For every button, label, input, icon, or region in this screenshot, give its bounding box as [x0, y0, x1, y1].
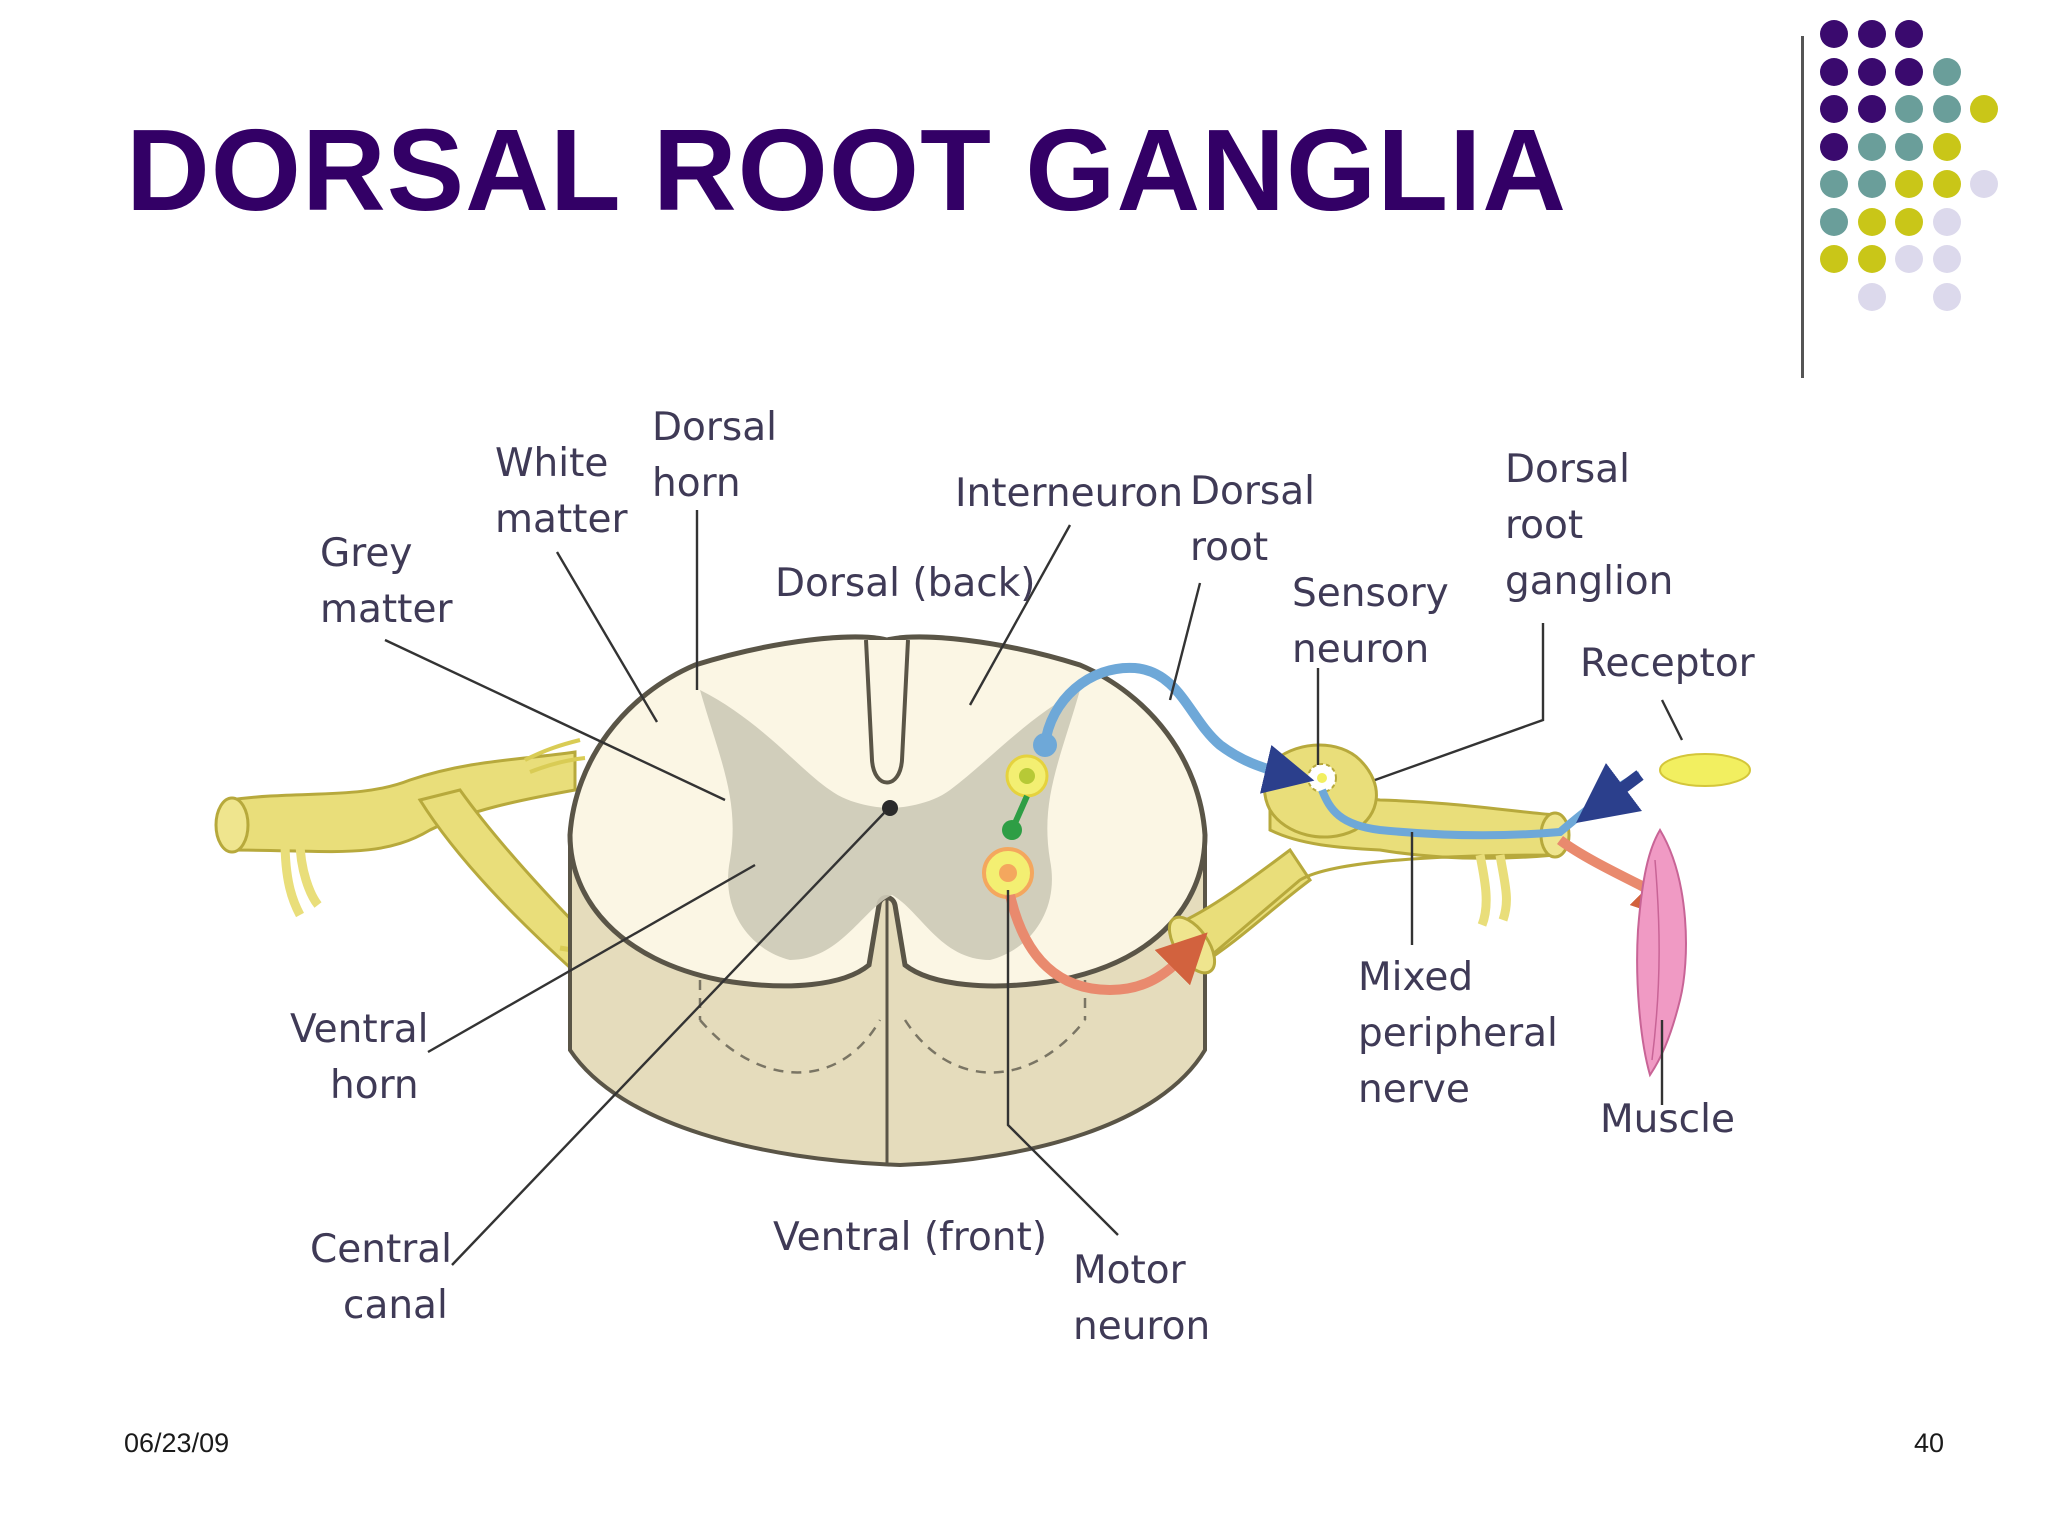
decorative-dot	[1970, 95, 1998, 123]
label-mixed-peripheral-nerve: Mixed peripheral nerve	[1358, 955, 1570, 1112]
decorative-dot	[1895, 170, 1923, 198]
decorative-dot	[1820, 132, 1848, 161]
decorative-dot	[1820, 57, 1848, 86]
slide-title: DORSAL ROOT GANGLIA	[126, 105, 1568, 235]
decorative-dot	[1820, 95, 1848, 123]
slide-date: 06/23/09	[124, 1428, 230, 1458]
label-dorsal-horn: Dorsal horn	[652, 405, 789, 506]
label-grey-matter: Grey matter	[320, 531, 453, 632]
decorative-dot	[1820, 207, 1848, 236]
label-white-matter: White matter	[495, 441, 628, 542]
decorative-dot	[1857, 20, 1886, 48]
label-dorsal-root-ganglion: Dorsal root ganglion	[1505, 447, 1673, 604]
label-interneuron: Interneuron	[955, 471, 1183, 516]
decorative-dot	[1932, 282, 1961, 311]
label-ventral-horn: Ventral horn	[290, 1007, 441, 1108]
spinal-cord-diagram: White matter Dorsal horn Grey matter Int…	[160, 380, 1800, 1380]
decorative-dot	[1895, 207, 1923, 236]
label-dorsal-back: Dorsal (back)	[775, 561, 1036, 606]
decorative-dot	[1932, 170, 1961, 198]
decorative-dot	[1820, 170, 1848, 198]
title-divider	[1801, 36, 1804, 378]
label-central-canal: Central canal	[310, 1227, 464, 1328]
decorative-dot	[1932, 245, 1961, 273]
decorative-dot	[1932, 57, 1961, 86]
right-spinal-nerve	[1167, 743, 1571, 975]
decorative-dot	[1820, 20, 1848, 48]
decorative-dot	[1895, 20, 1923, 48]
decorative-dot	[1857, 245, 1886, 273]
decorative-dot-grid	[1820, 20, 2040, 340]
decorative-dot	[1932, 95, 1961, 123]
decorative-dot	[1970, 170, 1998, 198]
spinal-cord-svg: White matter Dorsal horn Grey matter Int…	[214, 405, 1756, 1349]
decorative-dot	[1932, 207, 1961, 236]
spinal-cord	[567, 634, 1208, 1168]
decorative-dot	[1857, 57, 1886, 86]
label-ventral-front: Ventral (front)	[773, 1215, 1047, 1260]
label-motor-neuron: Motor neuron	[1073, 1248, 1210, 1349]
decorative-dot	[1932, 132, 1961, 161]
label-muscle: Muscle	[1600, 1097, 1735, 1142]
decorative-dot	[1895, 245, 1923, 273]
decorative-dot	[1895, 95, 1923, 123]
decorative-dot	[1895, 132, 1923, 161]
decorative-dot	[1895, 57, 1923, 86]
decorative-dot	[1857, 282, 1886, 311]
decorative-dot	[1857, 95, 1886, 123]
slide-page-number: 40	[1913, 1428, 1944, 1458]
label-dorsal-root: Dorsal root	[1190, 469, 1327, 570]
decorative-dot	[1820, 245, 1848, 273]
label-receptor: Receptor	[1580, 641, 1756, 686]
diagram-labels: White matter Dorsal horn Grey matter Int…	[290, 405, 1756, 1349]
motor-pathway	[1005, 828, 1687, 1078]
decorative-dot	[1857, 132, 1886, 161]
decorative-dot	[1857, 170, 1886, 198]
decorative-dot	[1857, 207, 1886, 236]
leader-lines	[384, 510, 1684, 1266]
label-sensory-neuron: Sensory neuron	[1292, 571, 1461, 672]
